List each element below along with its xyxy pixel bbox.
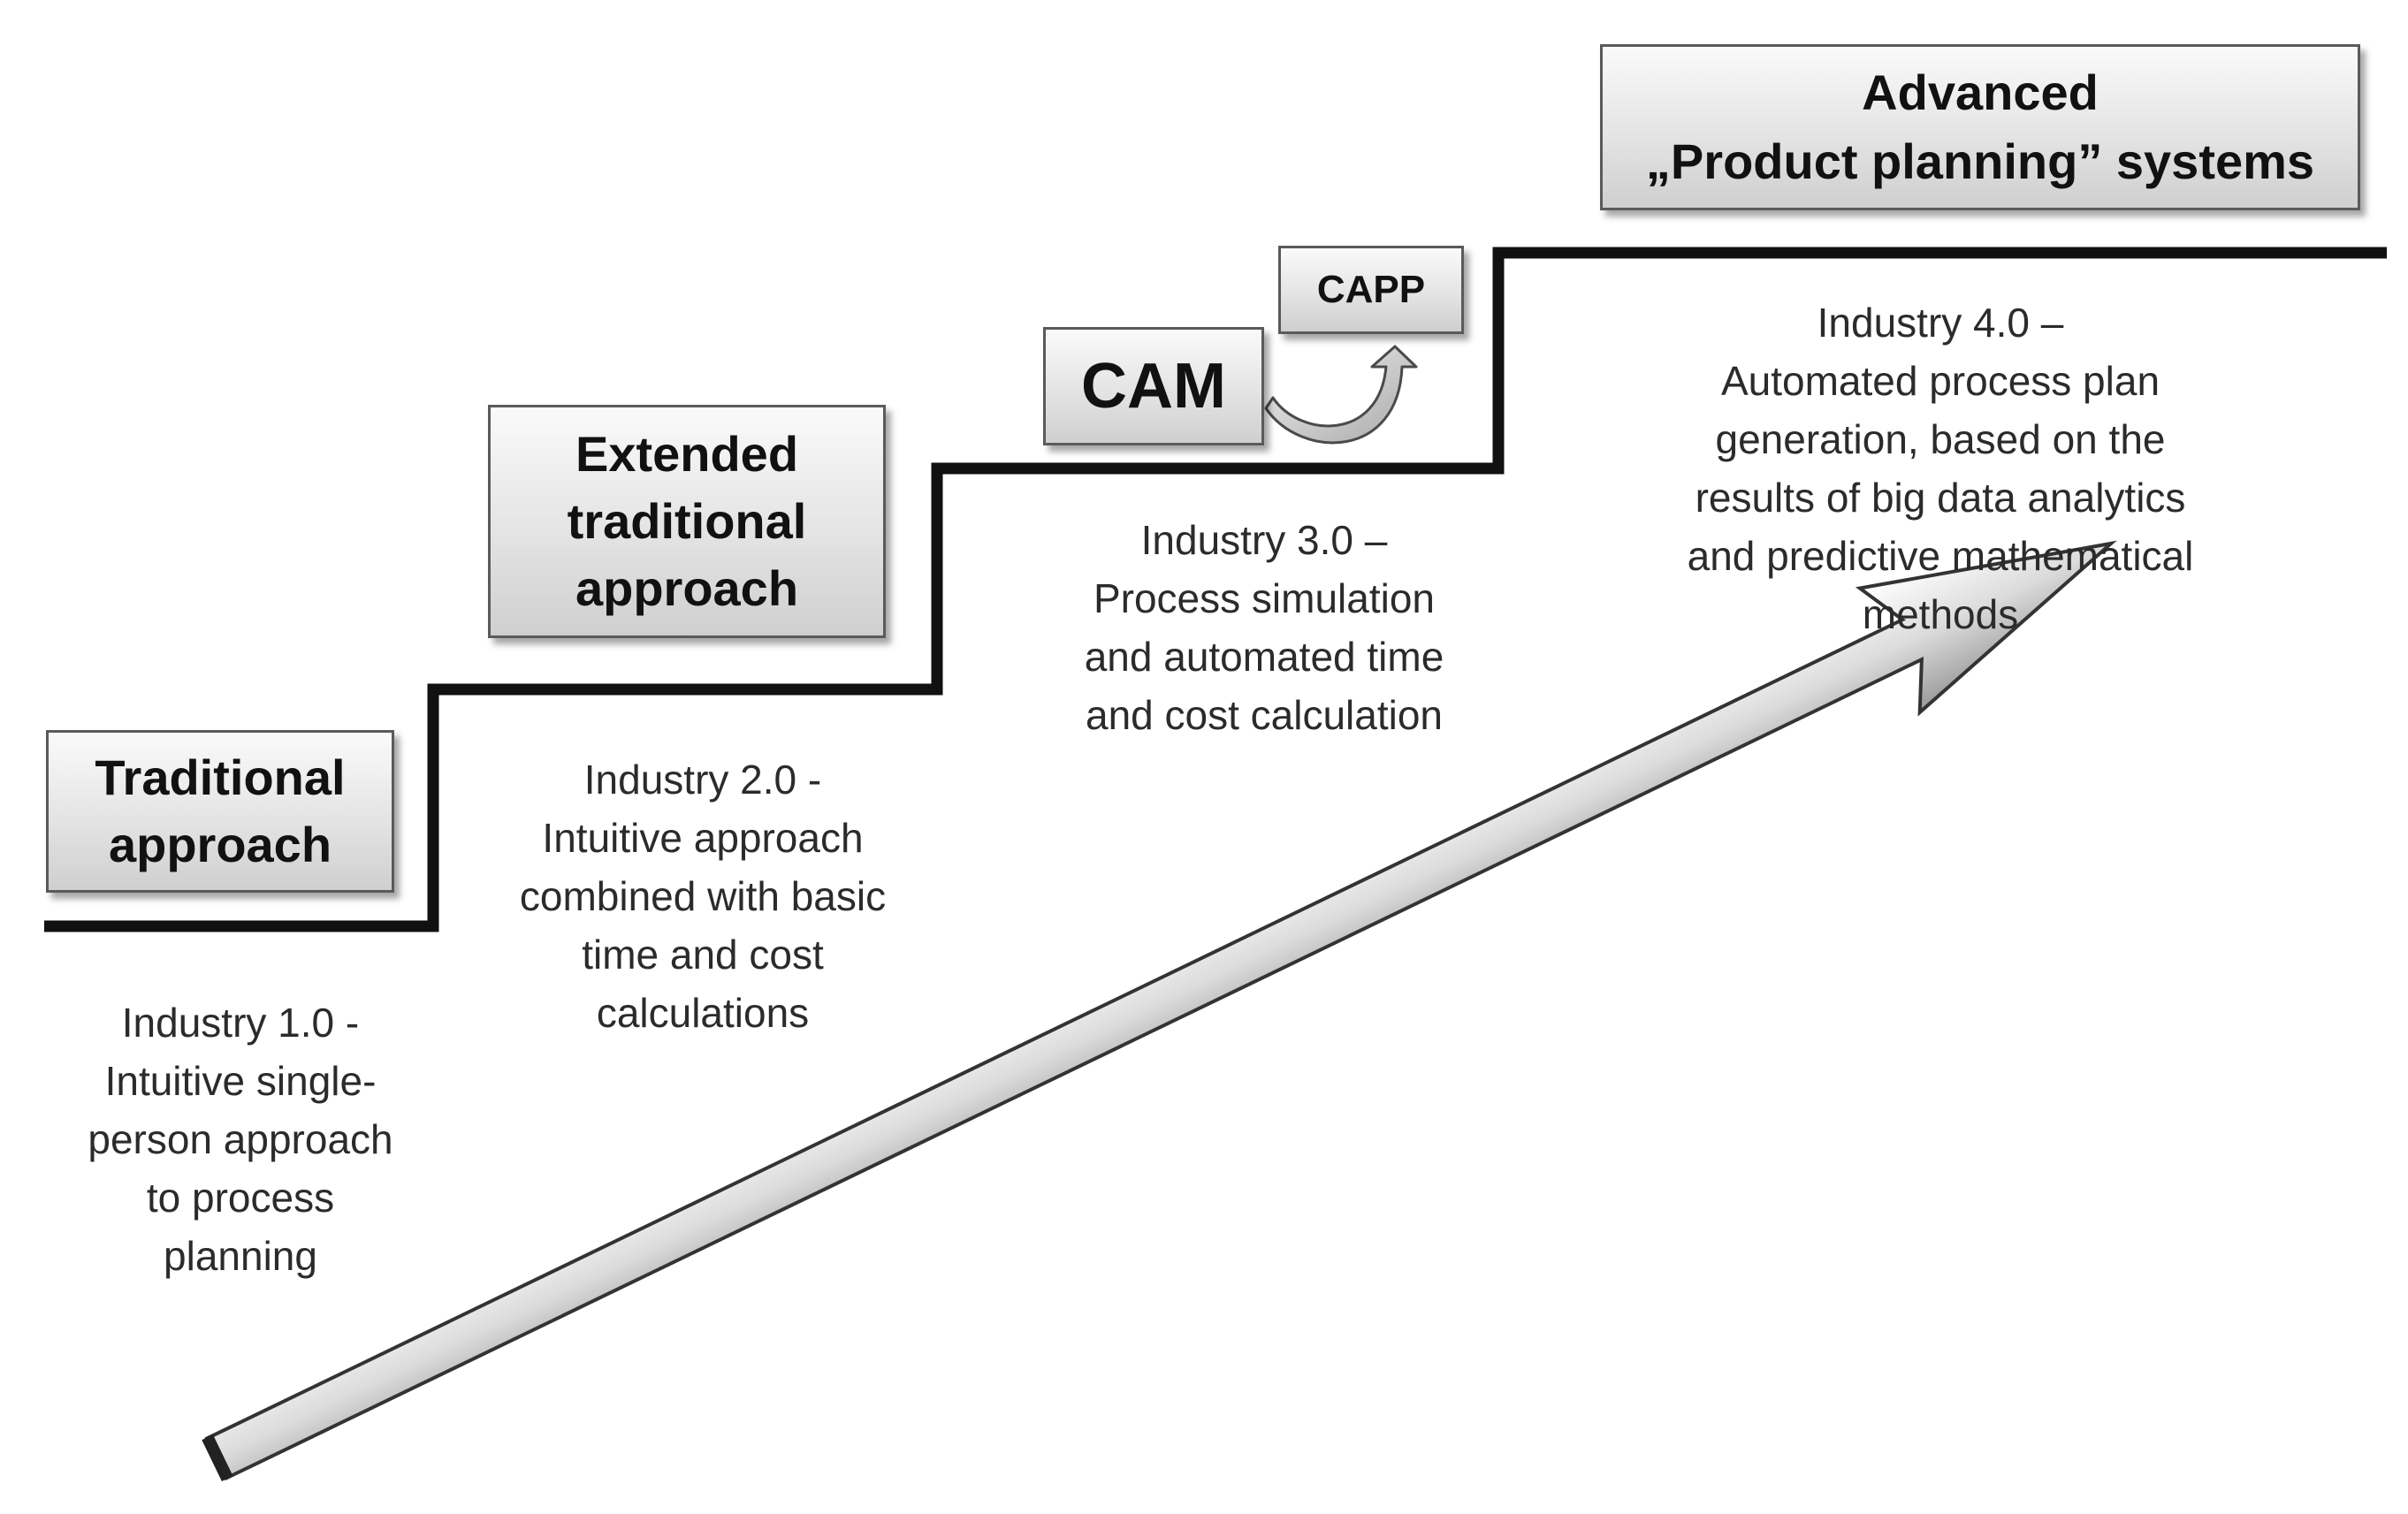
industry-1-description: Industry 1.0 - Intuitive single- person … <box>88 1000 393 1279</box>
extended-traditional-approach-box: Extended traditional approach <box>488 405 886 638</box>
curved-arrow-icon <box>1264 345 1418 445</box>
advanced-product-planning-box: Advanced „Product planning” systems <box>1600 44 2360 210</box>
cam-box: CAM <box>1043 327 1264 445</box>
traditional-approach-box: Traditional approach <box>46 730 394 893</box>
staircase-line <box>44 247 2387 932</box>
industry-3-description: Industry 3.0 – Process simulation and au… <box>1084 517 1444 738</box>
capp-box: CAPP <box>1278 246 1464 334</box>
industry-2-description: Industry 2.0 - Intuitive approach combin… <box>519 757 887 1036</box>
progress-arrow <box>202 540 2117 1482</box>
industry-4-description: Industry 4.0 – Automated process plan ge… <box>1687 300 2194 637</box>
